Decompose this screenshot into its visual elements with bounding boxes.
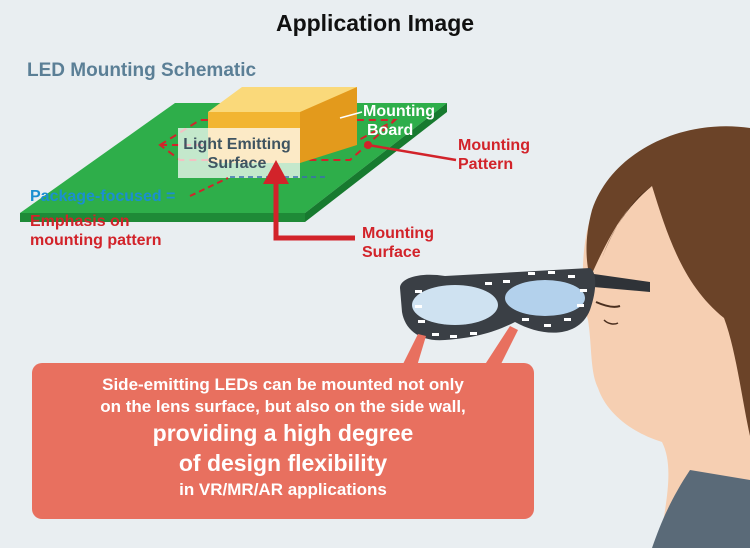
light-emitting-surface-label: Light Emitting Surface	[183, 136, 291, 172]
callout-pointer-left	[402, 334, 426, 366]
vr-glasses	[400, 268, 650, 341]
callout-line-5: in VR/MR/AR applications	[179, 480, 387, 499]
callout-line-1: Side-emitting LEDs can be mounted not on…	[102, 375, 464, 394]
callout-box: Side-emitting LEDs can be mounted not on…	[32, 363, 534, 519]
light-emitting-surface	[178, 128, 300, 178]
schematic-subtitle: LED Mounting Schematic	[27, 60, 257, 81]
mounting-surface-label: Mounting Surface	[362, 225, 434, 261]
person-illustration	[582, 126, 750, 548]
page-title: Application Image	[275, 10, 475, 36]
emphasis-label: Emphasis on mounting pattern	[30, 213, 162, 249]
callout-line-3: providing a high degree	[152, 420, 414, 446]
package-focused-label: Package-focused =	[30, 188, 176, 205]
mounting-board-label: Mounting Board	[363, 103, 435, 139]
callout-line-4: of design flexibility	[178, 450, 388, 476]
mounting-pattern-leader	[364, 141, 457, 162]
mounting-board-leader	[339, 111, 363, 119]
package-focused-connector	[189, 177, 229, 197]
callout-pointer-right	[484, 326, 518, 366]
led-package	[178, 87, 357, 178]
mounting-pattern-label: Mounting Pattern	[458, 137, 530, 173]
mounting-surface-arrow	[263, 160, 355, 241]
callout-line-2: on the lens surface, but also on the sid…	[100, 397, 466, 416]
